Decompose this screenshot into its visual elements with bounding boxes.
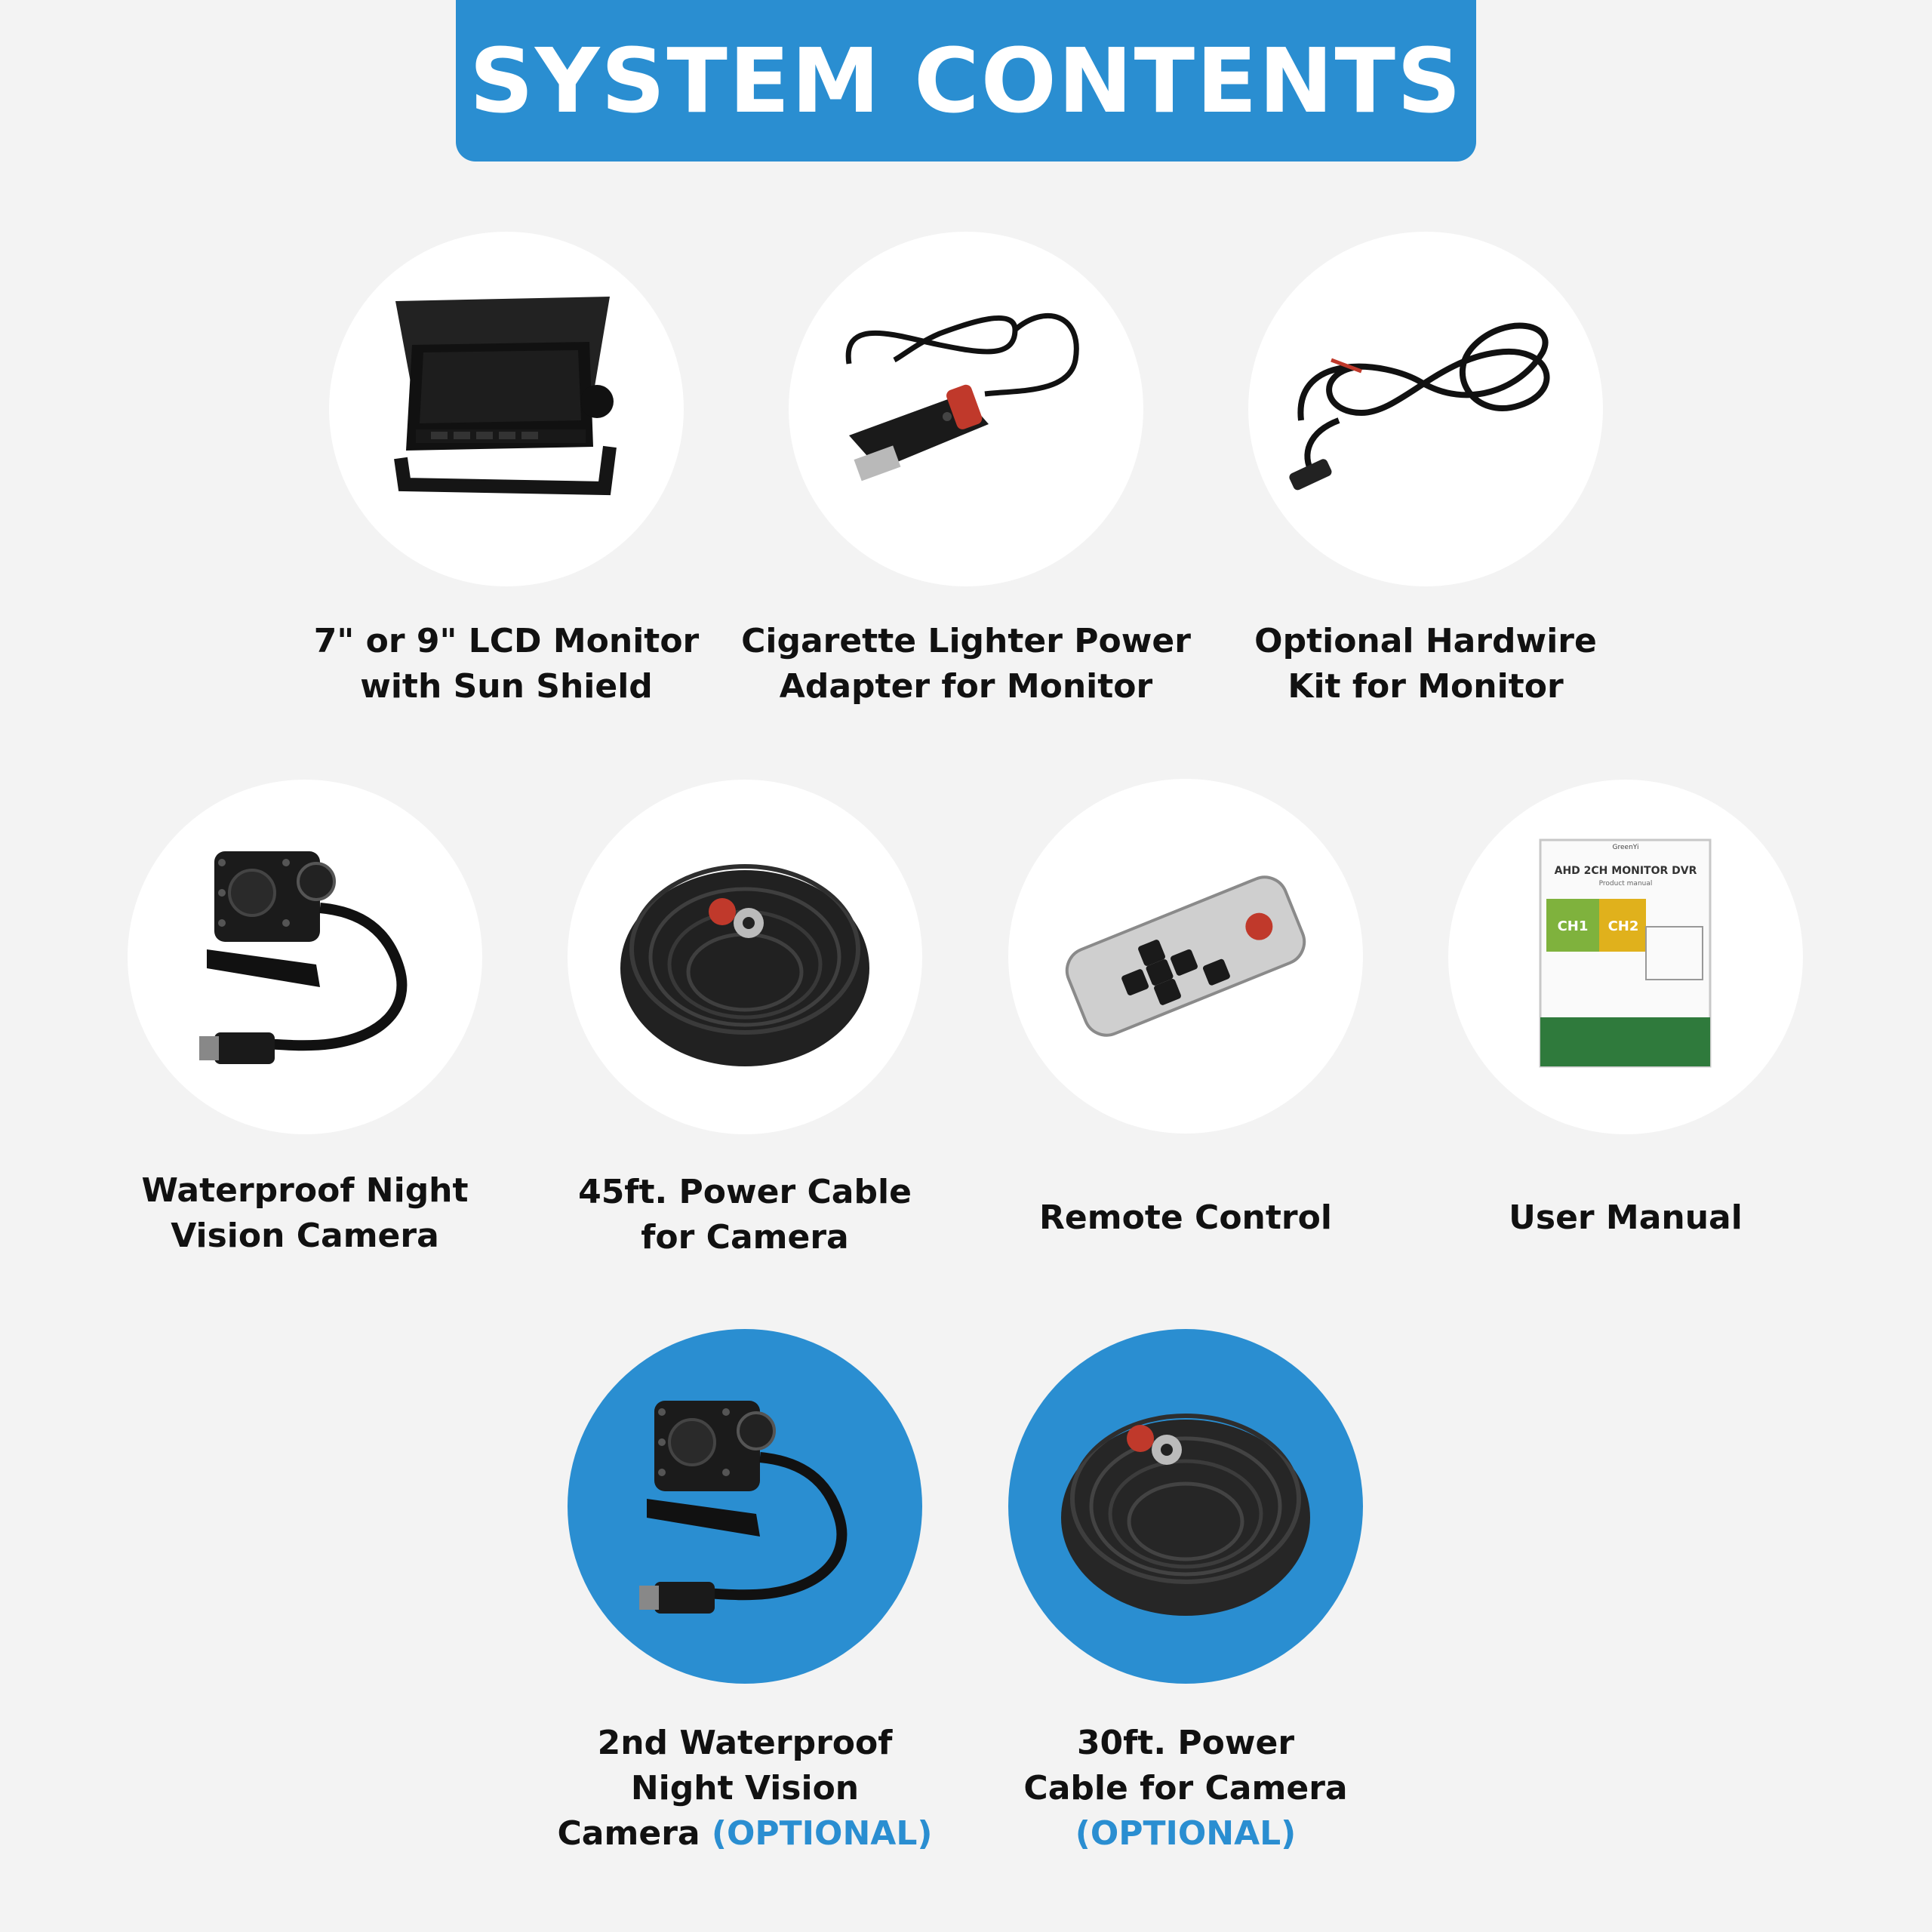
optional-label: (OPTIONAL) (1075, 1814, 1297, 1853)
item-caption: User Manual (1509, 1198, 1743, 1237)
item-caption: 30ft. Power Cable for Camera (OPTIONAL) (959, 1721, 1412, 1857)
item-caption: Waterproof Night Vision Camera (141, 1171, 469, 1255)
manual-brand: GreenYi (1613, 844, 1639, 851)
manual-ch1: CH1 (1558, 918, 1589, 934)
item-caption: 45ft. Power Cable for Camera (578, 1173, 912, 1257)
lcd-monitor-icon (329, 232, 684, 586)
item-caption: Optional Hardwire Kit for Monitor (1254, 622, 1597, 706)
item-caption: Remote Control (1039, 1198, 1332, 1237)
page-title: SYSTEM CONTENTS (469, 29, 1463, 133)
manual-title: AHD 2CH MONITOR DVR (1555, 865, 1697, 877)
cable-coil-icon (1008, 1329, 1363, 1684)
user-manual-icon: GreenYi AHD 2CH MONITOR DVR Product manu… (1448, 780, 1803, 1134)
night-vision-camera-icon (128, 780, 482, 1134)
item-caption: 7" or 9" LCD Monitor with Sun Shield (313, 622, 700, 706)
manual-subtitle: Product manual (1599, 880, 1653, 888)
manual-ch2: CH2 (1608, 918, 1639, 934)
optional-label: (OPTIONAL) (711, 1814, 933, 1853)
cigarette-lighter-adapter-icon (789, 232, 1143, 586)
cable-coil-icon (568, 780, 922, 1134)
remote-control-icon (1008, 779, 1363, 1134)
item-caption: Cigarette Lighter Power Adapter for Moni… (741, 622, 1191, 706)
item-caption: 2nd Waterproof Night Vision Camera (OPTI… (557, 1724, 933, 1853)
night-vision-camera-icon (568, 1329, 922, 1684)
header-banner: SYSTEM CONTENTS (456, 0, 1476, 162)
hardwire-kit-icon (1248, 232, 1603, 586)
